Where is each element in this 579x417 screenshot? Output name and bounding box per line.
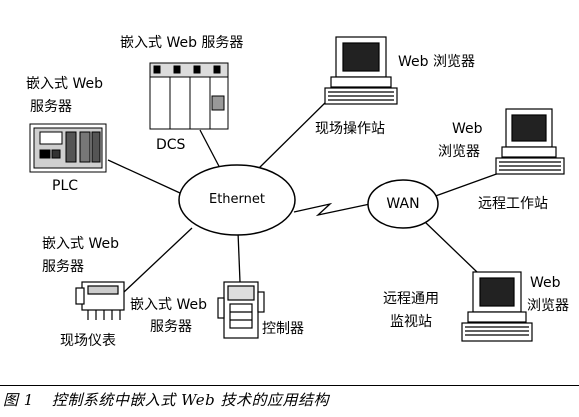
ethernet-label: Ethernet	[209, 192, 265, 207]
wan-hub	[367, 179, 439, 229]
link-ethernet-wan	[293, 202, 371, 217]
caption-divider	[0, 385, 579, 386]
link-controller-ethernet	[237, 231, 241, 283]
dcs-cabinet-icon	[149, 62, 229, 130]
plc-label: PLC	[52, 178, 79, 194]
dcs-server-label: 嵌入式 Web 服务器	[120, 35, 244, 51]
remote-monitor-label-line1: 远程通用	[383, 291, 439, 307]
dcs-label: DCS	[156, 137, 186, 153]
link-plc-ethernet	[107, 159, 181, 194]
controller-server-label-line1: 嵌入式 Web	[130, 297, 207, 313]
connector-lines	[107, 97, 503, 293]
link-wan-remoteworkstation	[429, 171, 503, 199]
remote-monitor-label-line2: 监视站	[390, 314, 432, 330]
field-station-browser-label: Web 浏览器	[398, 54, 475, 70]
field-instrument-label: 现场仪表	[60, 333, 116, 349]
figure-number: 图 1	[3, 391, 34, 409]
link-instrument-ethernet	[123, 227, 193, 293]
figure-caption: 图 1 控制系统中嵌入式 Web 技术的应用结构	[3, 389, 329, 410]
remote-workstation-computer-icon	[495, 108, 565, 175]
ethernet-hub	[178, 164, 296, 236]
link-fieldstation-ethernet	[254, 97, 331, 173]
field-station-computer-icon	[324, 36, 398, 105]
wan-label: WAN	[386, 196, 420, 212]
link-dcs-ethernet	[199, 129, 223, 173]
remote-monitor-browser-label-line2: 浏览器	[527, 298, 569, 314]
instrument-server-label-line2: 服务器	[42, 259, 84, 275]
figure-caption-text: 控制系统中嵌入式 Web 技术的应用结构	[51, 391, 330, 409]
remote-monitor-computer-icon	[461, 271, 533, 342]
plc-server-label-line1: 嵌入式 Web	[26, 76, 103, 92]
plc-device-icon	[29, 123, 107, 173]
field-instrument-icon	[75, 281, 125, 320]
link-wan-remotemonitor	[424, 221, 478, 273]
field-station-label: 现场操作站	[315, 121, 385, 137]
remote-workstation-browser-label-line2: 浏览器	[438, 144, 480, 160]
plc-server-label-line2: 服务器	[30, 99, 72, 115]
instrument-server-label-line1: 嵌入式 Web	[42, 236, 119, 252]
controller-icon	[217, 281, 265, 339]
controller-label: 控制器	[262, 321, 304, 337]
controller-server-label-line2: 服务器	[150, 319, 192, 335]
remote-workstation-label: 远程工作站	[478, 196, 548, 212]
remote-monitor-browser-label-line1: Web	[530, 275, 561, 291]
remote-workstation-browser-label-line1: Web	[452, 121, 483, 137]
network-diagram	[29, 36, 565, 342]
